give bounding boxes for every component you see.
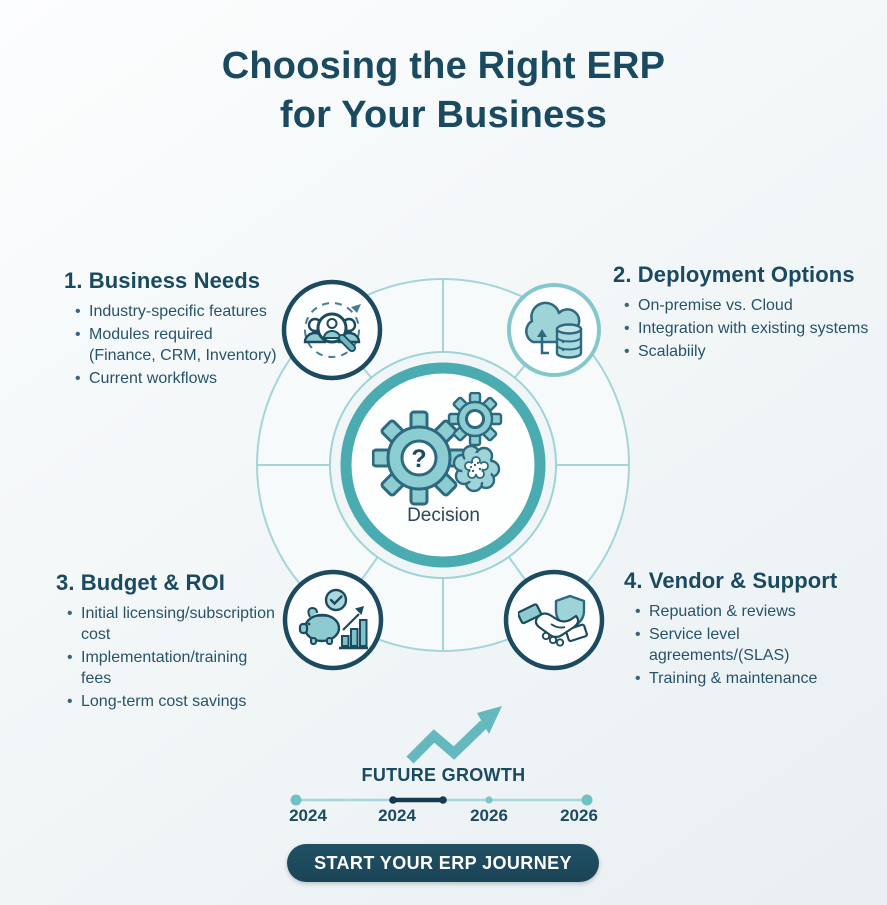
bullet-item: Repuation & reviews bbox=[634, 601, 882, 622]
timeline-dot bbox=[485, 796, 493, 804]
bullet-item: Service level agreements/(SLAS) bbox=[634, 624, 882, 666]
future-growth-label: FUTURE GROWTH bbox=[361, 765, 526, 785]
bullet-item: Initial licensing/subscription cost bbox=[66, 603, 276, 645]
title-line-2: for Your Business bbox=[279, 94, 608, 136]
bullet-item: Modules required (Finance, CRM, Inventor… bbox=[74, 324, 282, 366]
section-heading: 1. Business Needs bbox=[64, 268, 261, 293]
handshake-shield-icon bbox=[518, 594, 588, 647]
timeline-dot bbox=[345, 798, 349, 802]
start-erp-journey-button[interactable]: START YOUR ERP JOURNEY bbox=[287, 844, 599, 882]
timeline-year: 2026 bbox=[470, 806, 508, 825]
timeline-dot bbox=[581, 794, 593, 806]
decision-gears-brain-icon: ? bbox=[372, 392, 503, 506]
timeline-year: 2024 bbox=[289, 806, 327, 825]
bullet-item: On-premise vs. Cloud bbox=[623, 295, 879, 316]
section-vendor-support: 4. Vendor & Support Repuation & reviews … bbox=[624, 568, 882, 691]
timeline bbox=[290, 794, 593, 806]
title-line-1: Choosing the Right ERP bbox=[221, 45, 666, 87]
decision-label: Decision bbox=[407, 505, 480, 526]
piggy-bank-chart-icon bbox=[298, 588, 368, 650]
bullet-item: Current workflows bbox=[74, 368, 282, 389]
timeline-dot bbox=[290, 794, 302, 806]
section-bullet-list: Industry-specific features Modules requi… bbox=[64, 301, 282, 389]
section-heading: 3. Budget & ROI bbox=[56, 570, 225, 595]
bullet-item: Long-term cost savings bbox=[66, 691, 276, 712]
team-search-icon bbox=[303, 302, 361, 358]
timeline-dot bbox=[439, 796, 447, 804]
section-deployment-options: 2. Deployment Options On-premise vs. Clo… bbox=[613, 262, 879, 364]
cloud-database-icon bbox=[525, 301, 583, 359]
question-mark-glyph: ? bbox=[411, 445, 426, 473]
timeline-year: 2024 bbox=[378, 806, 416, 825]
timeline-dot bbox=[389, 796, 397, 804]
bullet-item: Scalabiily bbox=[623, 341, 879, 362]
section-bullet-list: Repuation & reviews Service level agreem… bbox=[624, 601, 882, 689]
section-bullet-list: On-premise vs. Cloud Integration with ex… bbox=[613, 295, 879, 362]
section-bullet-list: Initial licensing/subscription cost Impl… bbox=[56, 603, 276, 712]
zigzag-growth-arrow-icon bbox=[406, 706, 502, 764]
section-business-needs: 1. Business Needs Industry-specific feat… bbox=[64, 268, 282, 391]
bullet-item: Training & maintenance bbox=[634, 668, 882, 689]
section-budget-roi: 3. Budget & ROI Initial licensing/subscr… bbox=[56, 570, 276, 714]
bullet-item: Integration with existing systems bbox=[623, 318, 879, 339]
timeline-year: 2026 bbox=[560, 806, 598, 825]
page-title: Choosing the Right ERP for Your Business bbox=[0, 42, 887, 140]
bullet-item: Industry-specific features bbox=[74, 301, 282, 322]
bullet-item: Implementation/training fees bbox=[66, 647, 276, 689]
section-heading: 2. Deployment Options bbox=[613, 262, 855, 287]
section-heading: 4. Vendor & Support bbox=[624, 568, 838, 593]
brain-glyph bbox=[452, 444, 501, 493]
